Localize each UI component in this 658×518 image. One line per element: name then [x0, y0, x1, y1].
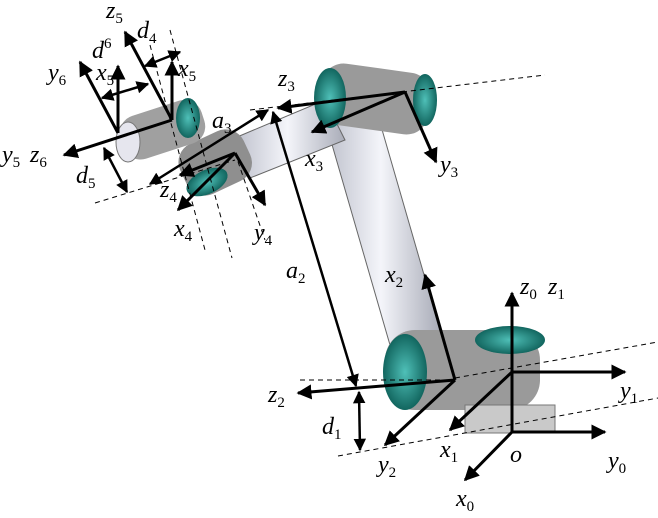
label-d6: d6: [92, 36, 112, 64]
base-cap: [475, 326, 545, 354]
label-x5-left: x5: [95, 60, 114, 89]
robot-arm: [115, 63, 556, 434]
label-y2: y2: [376, 452, 396, 481]
label-origin: o: [510, 442, 522, 468]
d5-dimension: [102, 146, 129, 194]
label-d5: d5: [76, 163, 96, 192]
label-z1: z1: [547, 274, 565, 303]
label-x5-right: x5: [177, 56, 196, 85]
label-z3: z3: [277, 66, 295, 95]
label-y1: y1: [618, 378, 638, 407]
d6-dimension: [100, 81, 150, 101]
z3-axis: [276, 90, 406, 114]
z5-axis: [123, 30, 174, 121]
y2-axis: [383, 378, 457, 447]
label-z0: z0: [519, 274, 537, 303]
a2-dimension: [270, 110, 359, 388]
axis-labels: z5 d4 d6 y6 x5 x5 y5 z6 d5 a3 z3 x3 y3 z…: [0, 0, 638, 515]
shoulder-cap: [383, 334, 427, 410]
label-a3: a3: [212, 108, 232, 137]
label-z2: z2: [267, 382, 285, 411]
wrist2-cap: [176, 98, 200, 138]
label-y6: y6: [46, 60, 67, 89]
y3-axis: [403, 91, 438, 164]
label-z4: z4: [159, 177, 177, 206]
label-x4: x4: [173, 216, 193, 245]
x2-axis: [421, 273, 457, 381]
label-x2: x2: [384, 262, 403, 291]
label-d4: d4: [137, 18, 157, 47]
label-y0: y0: [606, 448, 626, 477]
label-y5: y5: [0, 142, 20, 171]
label-y3: y3: [438, 152, 458, 181]
x1-axis: [448, 370, 514, 432]
label-d1: d1: [322, 414, 342, 443]
a3-dimension: [148, 108, 270, 186]
d1-dimension: [352, 390, 367, 452]
base-plate: [464, 404, 556, 434]
elbow-cap-2: [413, 74, 437, 126]
label-x0: x0: [455, 486, 474, 515]
label-x1: x1: [439, 437, 458, 466]
y6-axis: [78, 60, 120, 134]
d4-dimension: [143, 50, 182, 68]
dimension-arrows: [100, 50, 367, 452]
label-a2: a2: [286, 258, 306, 287]
label-z5: z5: [105, 0, 123, 27]
x0-axis: [463, 430, 514, 482]
tool-flange: [115, 121, 141, 163]
z2-axis: [296, 378, 456, 400]
label-x3: x3: [304, 146, 323, 175]
label-y4: y4: [252, 220, 273, 249]
label-z6: z6: [29, 142, 47, 171]
